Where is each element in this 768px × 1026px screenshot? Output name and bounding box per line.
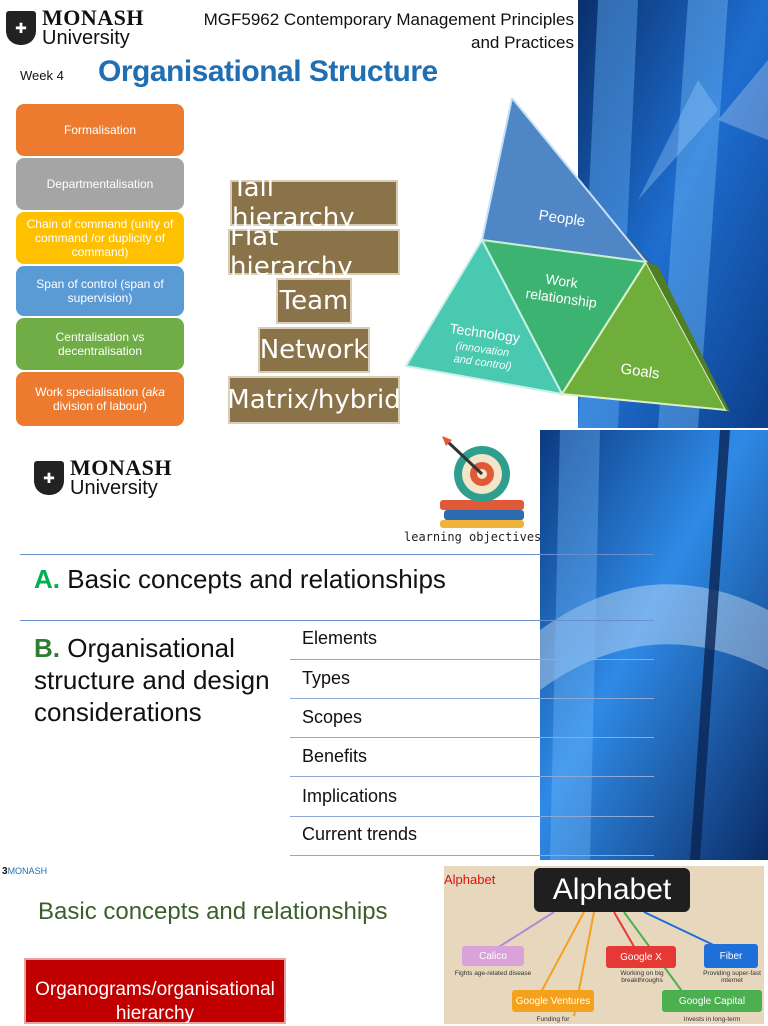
topic-types: Types bbox=[302, 668, 351, 688]
topic-divider bbox=[290, 698, 654, 699]
alphabet-label: Alphabet bbox=[444, 872, 496, 887]
topic-elements: Elements bbox=[302, 628, 378, 648]
element-pill-span-of-control: Span of control (span of supervision) bbox=[16, 266, 184, 316]
topic-benefits: Benefits bbox=[302, 746, 368, 766]
node-google-x: Google X bbox=[606, 946, 676, 968]
topic-implications: Implications bbox=[302, 786, 398, 806]
topic-divider bbox=[290, 816, 654, 817]
divider bbox=[20, 554, 654, 555]
organisation-pyramid: People Work relationship Technology (inn… bbox=[404, 98, 730, 412]
alphabet-logo: Alphabet bbox=[534, 868, 690, 912]
topic-divider bbox=[290, 855, 654, 856]
divider bbox=[20, 620, 654, 621]
slide3-title: Basic concepts and relationships bbox=[38, 898, 388, 925]
caption-google-ventures: Funding for bbox=[536, 1016, 570, 1023]
monash-logo: ✚ MONASH University bbox=[6, 7, 144, 48]
section-b: B. Organisational structure and design c… bbox=[34, 633, 270, 727]
pyramid-technology bbox=[404, 237, 564, 396]
caption-calico: Fights age-related disease bbox=[454, 970, 532, 977]
topic-divider bbox=[290, 776, 654, 777]
slide-organisational-structure: ✚ MONASH University MGF5962 Contemporary… bbox=[0, 0, 768, 428]
element-pill-centralisation: Centralisation vs decentralisation bbox=[16, 318, 184, 370]
node-google-ventures: Google Ventures bbox=[512, 990, 594, 1012]
monash-crest-icon: ✚ bbox=[34, 461, 64, 495]
pyramid-goals-label: Goals bbox=[619, 360, 660, 382]
slide-title: Organisational Structure bbox=[98, 55, 438, 88]
pyramid-work-label-1: Work bbox=[545, 271, 580, 291]
monash-crest-icon: ✚ bbox=[6, 11, 36, 45]
node-google-capital: Google Capital bbox=[662, 990, 762, 1012]
caption-fiber: Providing super-fast internet bbox=[703, 970, 761, 984]
hierarchy-flat: Flat hierarchy bbox=[228, 222, 400, 282]
element-pill-chain-of-command: Chain of command (unity of command /or d… bbox=[16, 212, 184, 264]
section-a: A. Basic concepts and relationships bbox=[34, 564, 446, 594]
slide-learning-objectives: ✚ MONASH University bbox=[0, 430, 768, 860]
week-label: Week 4 bbox=[20, 68, 64, 83]
caption-google-capital: Invests in long-term bbox=[683, 1016, 741, 1023]
topic-divider bbox=[290, 737, 654, 738]
element-pill-departmentalisation: Departmentalisation bbox=[16, 158, 184, 210]
hierarchy-matrix: Matrix/hybrid bbox=[227, 376, 401, 424]
organogram-box: Organograms/organisational hierarchy bbox=[24, 958, 286, 1024]
node-calico: Calico bbox=[462, 946, 524, 966]
node-fiber: Fiber bbox=[704, 944, 758, 968]
hierarchy-network: Network bbox=[258, 327, 370, 373]
monash-logo: ✚ MONASH University bbox=[34, 457, 172, 498]
element-pill-formalisation: Formalisation bbox=[16, 104, 184, 156]
element-pill-work-specialisation: Work specialisation (aka division of lab… bbox=[16, 372, 184, 426]
page-footer: 3MONASH bbox=[2, 866, 48, 877]
learning-objectives-label: learning objectives bbox=[404, 530, 542, 544]
caption-google-x: Working on big breakthroughs bbox=[620, 970, 664, 984]
pyramid-people bbox=[480, 98, 649, 264]
topic-scopes: Scopes bbox=[302, 707, 363, 727]
hierarchy-team: Team bbox=[276, 278, 352, 324]
topic-divider bbox=[290, 659, 654, 660]
course-title: MGF5962 Contemporary Management Principl… bbox=[203, 10, 574, 52]
topic-current-trends: Current trends bbox=[302, 824, 418, 844]
pyramid-people-label: People bbox=[538, 207, 587, 230]
target-icon bbox=[440, 436, 524, 528]
decorative-blue-panel bbox=[540, 430, 768, 860]
hierarchy-tall: Tall hierarchy bbox=[230, 173, 398, 233]
